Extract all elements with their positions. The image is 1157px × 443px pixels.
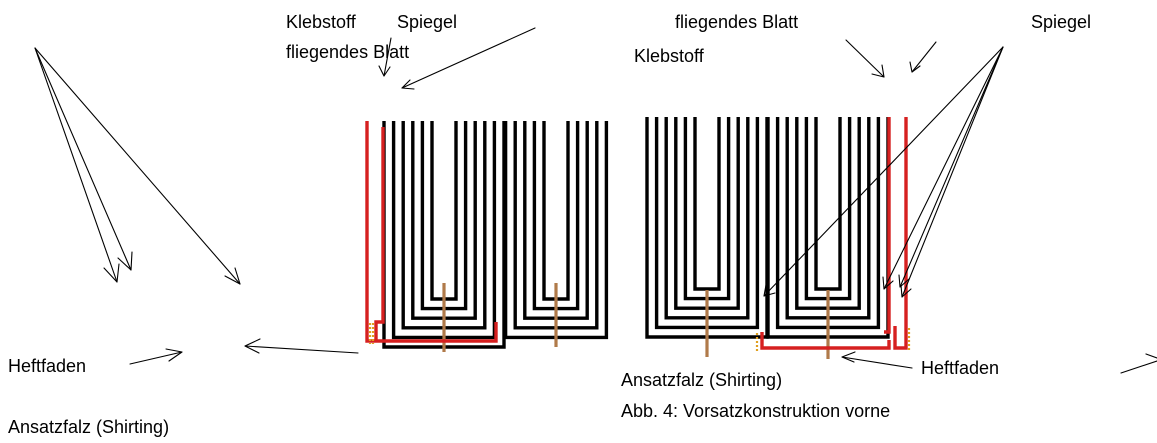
arrow-head: [1145, 353, 1157, 359]
arrow-line: [401, 27, 536, 89]
arrow-head: [117, 251, 133, 271]
arrow-line: [845, 39, 885, 78]
label-klebstoff-right: Klebstoff: [634, 46, 704, 66]
arrow-line: [899, 46, 1004, 288]
arrow-line: [129, 351, 183, 365]
label-ansatzfalz-left: Ansatzfalz (Shirting): [8, 417, 170, 437]
folded-sheet: [420, 121, 468, 311]
arrow-line: [763, 46, 1004, 297]
label-fliegendes-blatt-left: fliegendes Blatt: [286, 42, 410, 62]
arrow-line: [841, 356, 913, 369]
arrow-line: [34, 47, 132, 271]
endpaper-spiegel: [365, 121, 498, 343]
arrow-line: [34, 47, 118, 283]
arrow-line: [911, 41, 937, 73]
label-heftfaden-left: Heftfaden: [8, 356, 87, 376]
arrow-head: [841, 351, 856, 363]
label-spiegel-left: Spiegel: [397, 12, 458, 32]
endpaper-fliegendes-blatt: [884, 117, 891, 334]
folded-sheet: [532, 121, 580, 311]
arrow-head: [378, 65, 391, 77]
label-klebstoff-left: Klebstoff: [286, 12, 356, 32]
arrow-head: [244, 338, 261, 354]
folded-sheet: [814, 117, 842, 291]
folded-sheet: [693, 117, 721, 291]
arrow-head: [871, 64, 885, 78]
arrow-head: [103, 263, 120, 283]
arrow-head: [763, 284, 776, 297]
arrow-head: [401, 79, 415, 90]
arrow-head: [900, 284, 912, 298]
arrow-head: [165, 348, 183, 362]
arrow-group: [34, 27, 1157, 374]
folded-sheet: [430, 121, 458, 301]
arrow-line: [34, 47, 241, 285]
label-spiegel-right: Spiegel: [1031, 12, 1092, 32]
arrow-line: [883, 46, 1004, 290]
folded-sheet: [542, 121, 570, 301]
arrow-head: [898, 274, 910, 288]
folded-sheet: [683, 117, 731, 301]
label-fliegendes-blatt-right: fliegendes Blatt: [675, 12, 799, 32]
arrow-head: [224, 267, 241, 285]
arrow-line: [244, 345, 359, 354]
label-heftfaden-right: Heftfaden: [921, 358, 1000, 378]
arrow-line: [901, 46, 1004, 298]
paper-groups: [365, 117, 911, 359]
figure-caption: Abb. 4: Vorsatzkonstruktion vorne: [621, 401, 891, 421]
endpaper-spiegel: [893, 117, 908, 350]
endpaper-fliegendes-blatt: [374, 127, 385, 341]
folded-sheet: [804, 117, 852, 301]
label-ansatzfalz-right: Ansatzfalz (Shirting): [621, 370, 783, 390]
arrow-head: [882, 276, 894, 290]
arrow-line: [1120, 360, 1157, 374]
arrow-line: [383, 37, 392, 77]
endpaper-ansatzfalz: [760, 332, 891, 350]
arrow-head: [909, 61, 921, 73]
